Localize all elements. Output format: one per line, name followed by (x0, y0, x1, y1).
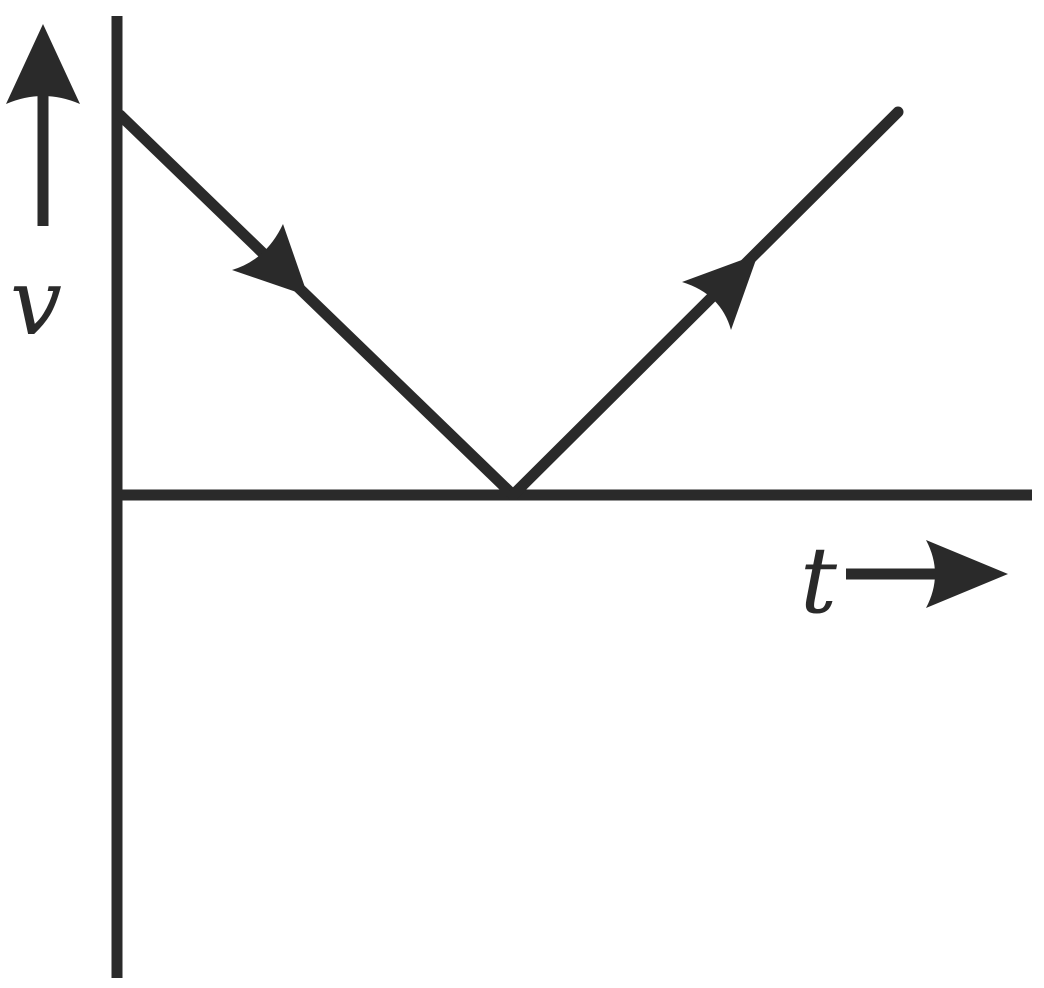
rising-segment (507, 106, 904, 501)
arrow-right-icon (926, 540, 1008, 608)
arrowhead-down-right-icon (232, 224, 308, 296)
velocity-label: v (10, 249, 62, 356)
arrowhead-up-right-icon (682, 254, 758, 330)
time-direction-arrow (846, 540, 1008, 608)
arrow-up-icon (6, 24, 80, 104)
time-label: t (800, 527, 838, 634)
velocity-direction-arrow (6, 24, 80, 226)
falling-segment (114, 109, 519, 501)
